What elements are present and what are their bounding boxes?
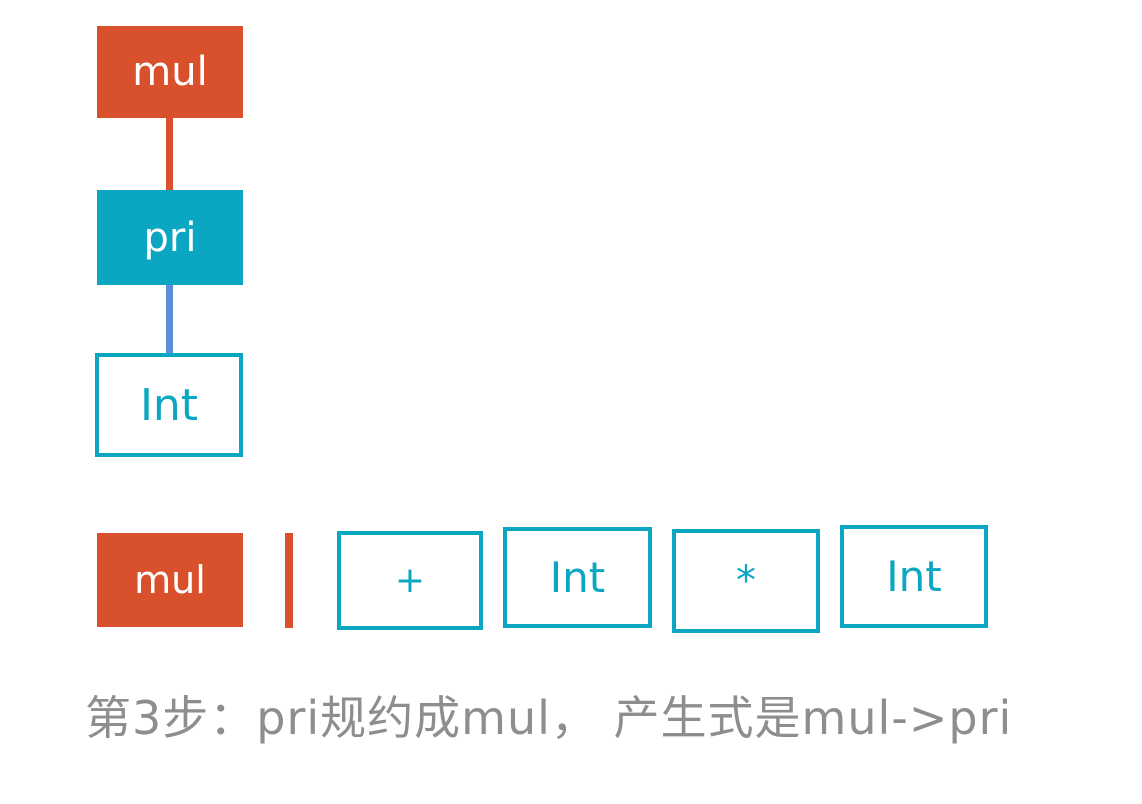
tree-node-mul: mul (97, 26, 243, 118)
token-star: * (672, 529, 820, 633)
token-int-2: Int (840, 525, 988, 628)
step-caption: 第3步：pri规约成mul， 产生式是mul->pri (85, 691, 1013, 745)
token-plus-label: + (394, 560, 426, 601)
token-int-2-label: Int (886, 552, 942, 601)
token-plus: + (337, 531, 483, 630)
tree-node-int: Int (95, 353, 243, 457)
stack-separator-bar (285, 533, 293, 628)
tree-node-pri-label: pri (143, 214, 197, 261)
tree-node-pri: pri (97, 190, 243, 285)
tree-node-int-label: Int (139, 379, 199, 431)
tree-node-mul-label: mul (132, 49, 208, 95)
stack-node-mul: mul (97, 533, 243, 627)
tree-edge-pri-int (166, 285, 173, 353)
stack-node-mul-label: mul (134, 558, 206, 602)
token-int-1-label: Int (549, 553, 606, 602)
token-int-1: Int (503, 527, 652, 628)
token-star-label: * (736, 558, 756, 604)
tree-edge-mul-pri (166, 118, 173, 190)
